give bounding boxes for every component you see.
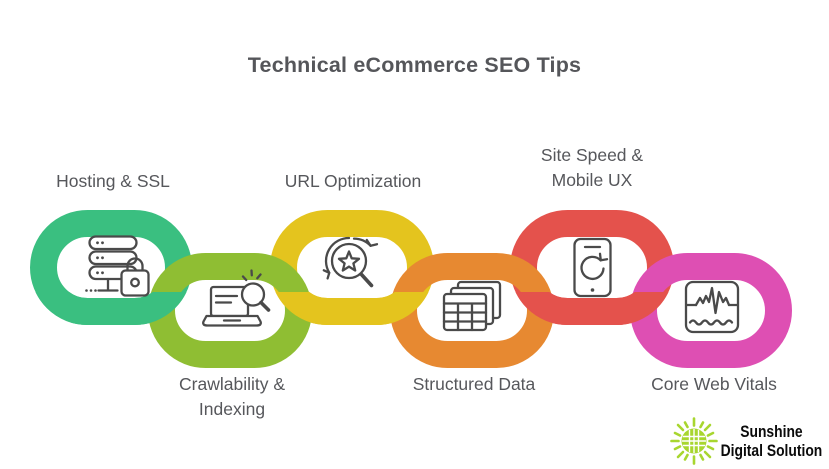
- url-search-star-refresh-icon: [322, 236, 379, 288]
- mobile-refresh-icon: [573, 237, 612, 298]
- laptop-search-icon: [202, 269, 271, 327]
- label-url-optimization: URL Optimization: [284, 171, 422, 191]
- sun-icon: [670, 417, 718, 465]
- label-crawlability-indexing: Crawlability & Indexing: [179, 374, 285, 419]
- label-site-speed-mobile-ux: Site Speed & Mobile UX: [540, 145, 644, 190]
- label-core-web-vitals: Core Web Vitals: [651, 374, 777, 394]
- label-structured-data: Structured Data: [412, 374, 536, 394]
- server-ssl-lock-icon: [85, 235, 150, 297]
- brand-name-line1: Sunshine: [740, 423, 803, 441]
- brand-name-line2: Digital Solution: [720, 442, 823, 460]
- label-hosting-ssl: Hosting & SSL: [56, 171, 170, 191]
- brand-name: Sunshine Digital Solution: [716, 423, 827, 461]
- web-vitals-monitor-icon: [684, 280, 740, 334]
- structured-data-tables-icon: [442, 280, 502, 332]
- chain-weave-overlays: [35, 292, 669, 325]
- page-title: Technical eCommerce SEO Tips: [247, 53, 582, 77]
